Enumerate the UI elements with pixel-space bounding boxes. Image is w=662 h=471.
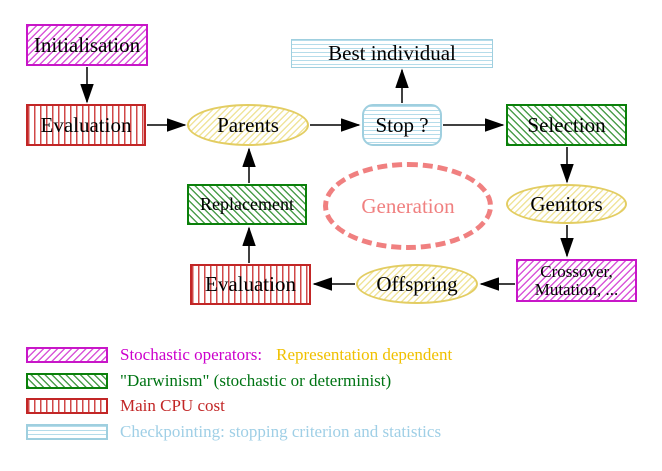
legend-row-checkpointing: Checkpointing: stopping criterion and st… [120, 422, 442, 441]
node-offspring-label: Offspring [376, 271, 458, 296]
node-selection: Selection [506, 104, 627, 146]
node-crossover-label-line1: Crossover, [540, 261, 613, 281]
node-replacement-label: Replacement [200, 194, 294, 215]
node-generation-label: Generation [361, 193, 455, 218]
legend-swatch-stochastic-icon [26, 347, 108, 363]
node-stop: Stop ? [362, 104, 442, 146]
legend-cpu-label: Main CPU cost [120, 396, 225, 415]
legend-row-darwinism: "Darwinism" (stochastic or determinist) [120, 371, 392, 390]
node-generation: Generation [323, 162, 493, 250]
legend-swatch-darwinism-icon [26, 373, 108, 389]
node-parents: Parents [187, 104, 309, 146]
legend-checkpointing-label: Checkpointing: stopping criterion and st… [120, 422, 442, 441]
node-selection-label: Selection [527, 112, 606, 137]
node-initialisation: Initialisation [26, 24, 148, 66]
node-evaluation-top: Evaluation [26, 104, 146, 146]
node-evaluation-bottom-label: Evaluation [205, 272, 296, 297]
legend-row-cpu: Main CPU cost [120, 396, 225, 415]
node-best-individual: Best individual [291, 39, 493, 68]
node-crossover-mutation: Crossover, Mutation, ... [516, 259, 637, 302]
node-genitors: Genitors [506, 184, 627, 224]
node-offspring: Offspring [356, 264, 478, 304]
legend-row-stochastic: Stochastic operators: Representation dep… [120, 345, 453, 364]
node-parents-label: Parents [217, 112, 279, 137]
legend-swatch-cpu-icon [26, 398, 108, 414]
node-replacement: Replacement [187, 184, 307, 225]
node-genitors-label: Genitors [530, 191, 603, 216]
node-initialisation-label: Initialisation [33, 32, 141, 57]
node-best-individual-label: Best individual [328, 41, 456, 66]
node-evaluation-top-label: Evaluation [40, 112, 132, 137]
legend-stochastic-label: Stochastic operators: [120, 345, 263, 364]
node-crossover-label-line2: Mutation, ... [534, 279, 619, 299]
node-evaluation-bottom: Evaluation [190, 264, 311, 305]
legend-representation-label: Representation dependent [276, 345, 453, 364]
node-stop-label: Stop ? [375, 112, 429, 137]
legend-swatch-checkpointing-icon [26, 424, 108, 440]
legend-darwinism-label: "Darwinism" (stochastic or determinist) [120, 371, 392, 390]
